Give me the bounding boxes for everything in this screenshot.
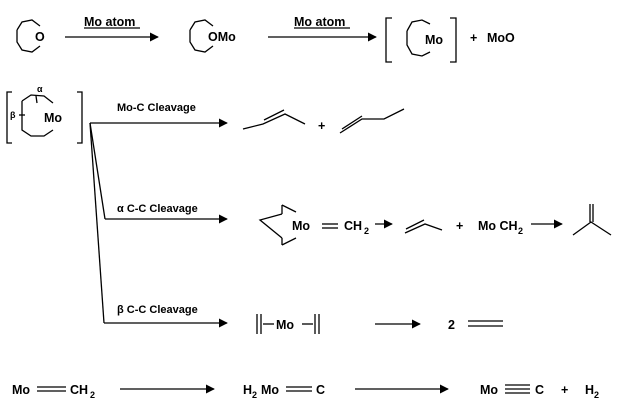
row1-oxacycle: O (16, 19, 45, 53)
ring-carbene-mo: Mo (292, 219, 310, 233)
ring-oxygen-label: O (35, 30, 45, 44)
1-butene (339, 108, 405, 134)
moch2-sub: 2 (518, 226, 523, 236)
ring-carbene-sub: 2 (364, 226, 369, 236)
beta-cleavage-label: β C-C Cleavage (117, 304, 198, 316)
r5-mo3: Mo (480, 383, 498, 397)
branch-lines (89, 118, 228, 328)
alpha-tick (35, 95, 38, 104)
moc-plus: + (318, 119, 325, 133)
beta-label: β (10, 110, 16, 120)
row1-arrow2: Mo atom (268, 15, 377, 42)
r5-double-bond-1 (37, 386, 66, 392)
r5-ch2: CH (70, 383, 88, 397)
row1-arrow2-label: Mo atom (294, 15, 345, 29)
branch-metallacycle: α β Mo (6, 84, 83, 144)
row1-arrow1: Mo atom (65, 15, 159, 42)
moch2-label: Mo CH (478, 219, 518, 233)
propene (404, 219, 443, 234)
row1-arrow1-label: Mo atom (84, 15, 135, 29)
row1-omo-complex: OMo (189, 19, 236, 53)
r5-h2-final: H (585, 383, 594, 397)
alpha-plus: + (456, 219, 463, 233)
r5-ch2-sub: 2 (90, 390, 95, 400)
r5-plus: + (561, 383, 568, 397)
row1-plus: + (470, 31, 477, 45)
r5-h2-sub: 2 (252, 390, 257, 400)
branch-mo-label: Mo (44, 111, 62, 125)
r5-c2: C (535, 383, 544, 397)
isobutylene (572, 204, 612, 236)
r5-h2: H (243, 383, 252, 397)
omo-label: OMo (208, 30, 236, 44)
r5-double-bond-2 (286, 386, 312, 392)
trans-2-butene (242, 109, 306, 130)
bis-ethylene-mo: Mo (256, 314, 320, 334)
mo-carbene-ring: Mo CH 2 (258, 204, 369, 246)
beta-mo-label: Mo (276, 318, 294, 332)
r5-h2-final-sub: 2 (594, 390, 599, 400)
r5-mo: Mo (12, 383, 30, 397)
r5-c: C (316, 383, 325, 397)
moc-cleavage-label: Mo-C Cleavage (117, 102, 196, 114)
ring-carbene-ch2: CH (344, 219, 362, 233)
ethylene-coefficient: 2 (448, 318, 455, 332)
ethylene (468, 320, 503, 327)
row1-metallacycle: Mo (385, 17, 457, 63)
r5-triple-bond (505, 384, 530, 394)
metallacycle-mo-label: Mo (425, 33, 443, 47)
alpha-label: α (37, 84, 43, 94)
moo-product: MoO (487, 31, 515, 45)
r5-mo2: Mo (261, 383, 279, 397)
alpha-cleavage-label: α C-C Cleavage (117, 203, 198, 215)
